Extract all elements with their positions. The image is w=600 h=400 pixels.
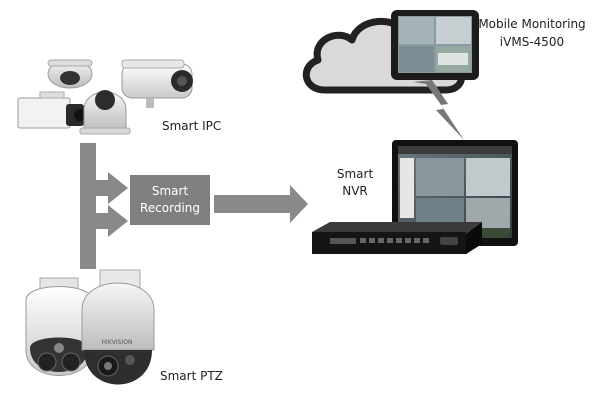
mobile-monitoring-label: Mobile Monitoring iVMS-4500 (474, 15, 590, 51)
brand-label: HIKVISION (102, 339, 133, 346)
smart-nvr-line-2: NVR (342, 184, 368, 198)
smart-ipc-label: Smart IPC (162, 119, 222, 133)
lightning-bolt-icon (413, 80, 464, 140)
connector-arrows (80, 143, 308, 269)
ptz-camera-icon (25, 269, 155, 385)
smart-recording-line-1: Smart (151, 184, 189, 198)
tablet-icon (391, 10, 479, 80)
smart-nvr-line-1: Smart (336, 167, 374, 181)
smart-ptz-label: Smart PTZ (160, 369, 223, 383)
smart-recording-line-2: Recording (139, 201, 201, 215)
mobile-line-1: Mobile Monitoring (478, 17, 586, 31)
smart-nvr-label: Smart NVR (325, 166, 385, 200)
mobile-line-2: iVMS-4500 (499, 35, 565, 49)
nvr-recorder-icon (312, 222, 482, 254)
smart-recording-box (130, 175, 210, 225)
smart-recording-label: Smart Recording (130, 175, 210, 225)
ipc-cameras-icon (17, 59, 193, 135)
